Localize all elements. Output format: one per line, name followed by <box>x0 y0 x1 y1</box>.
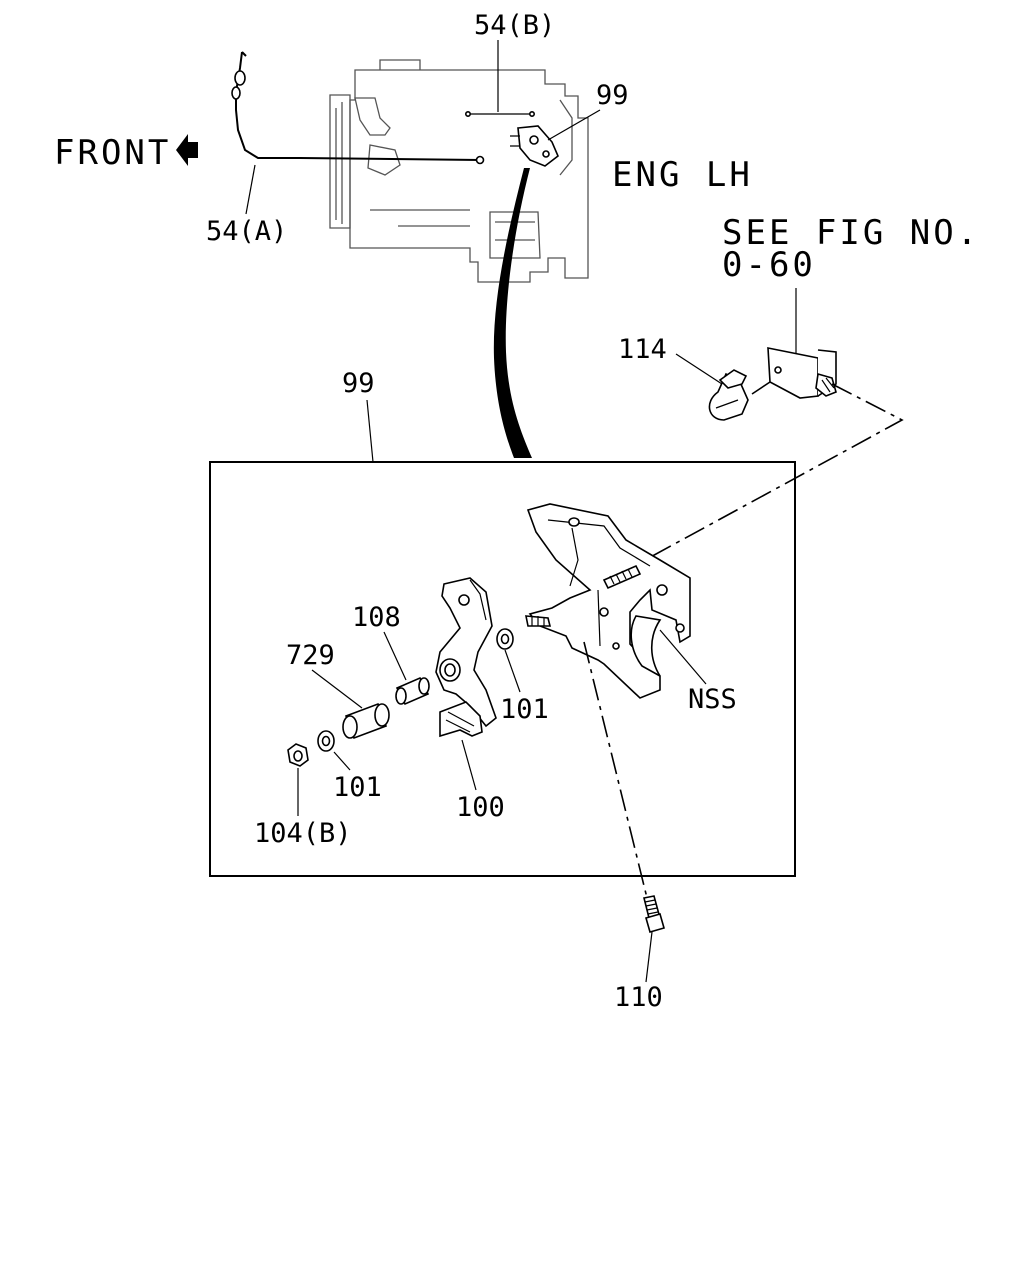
callout-104b: 104(B) <box>254 818 352 849</box>
callout-54b: 54(B) <box>474 10 555 41</box>
engine-outline <box>329 59 589 283</box>
front-arrow-icon <box>176 134 198 166</box>
bracket-assembly-small <box>510 125 559 167</box>
engine-lh-label: ENG LH <box>612 155 753 195</box>
washer-hole <box>500 633 510 645</box>
mount-bracket-0-60 <box>767 288 837 399</box>
callout-100: 100 <box>456 792 505 823</box>
assembly-line <box>567 383 904 603</box>
clip-114 <box>708 369 749 421</box>
callout-110: 110 <box>614 982 663 1013</box>
washer-hole <box>321 735 331 747</box>
stud <box>525 615 552 627</box>
detail-connector <box>493 168 532 458</box>
cable-end <box>464 111 471 118</box>
callout-729: 729 <box>286 640 335 671</box>
callout-101-right: 101 <box>500 694 549 725</box>
callout-101-left: 101 <box>333 772 382 803</box>
bushing-108 <box>395 676 430 706</box>
callout-99-box: 99 <box>342 368 375 399</box>
collar-729 <box>342 702 390 740</box>
nut-104b <box>287 743 309 767</box>
front-label: FRONT <box>54 133 171 173</box>
lever-pad <box>439 701 483 738</box>
callout-114: 114 <box>618 334 667 365</box>
throttle-cable <box>231 51 485 165</box>
lever-100 <box>435 577 497 728</box>
callout-54a: 54(A) <box>206 216 287 247</box>
cable-end <box>528 111 535 118</box>
callout-99-top: 99 <box>596 80 629 111</box>
callout-nss: NSS <box>688 684 737 715</box>
bracket-nss <box>526 503 691 699</box>
leader-lines <box>245 40 723 983</box>
detail-box <box>209 461 796 877</box>
bolt-line <box>583 641 649 903</box>
bolt-110 <box>643 895 665 933</box>
fig-number-label: 0-60 <box>722 245 816 285</box>
see-fig-label: SEE FIG NO. <box>722 213 980 253</box>
spring <box>602 564 642 590</box>
callout-108: 108 <box>352 602 401 633</box>
